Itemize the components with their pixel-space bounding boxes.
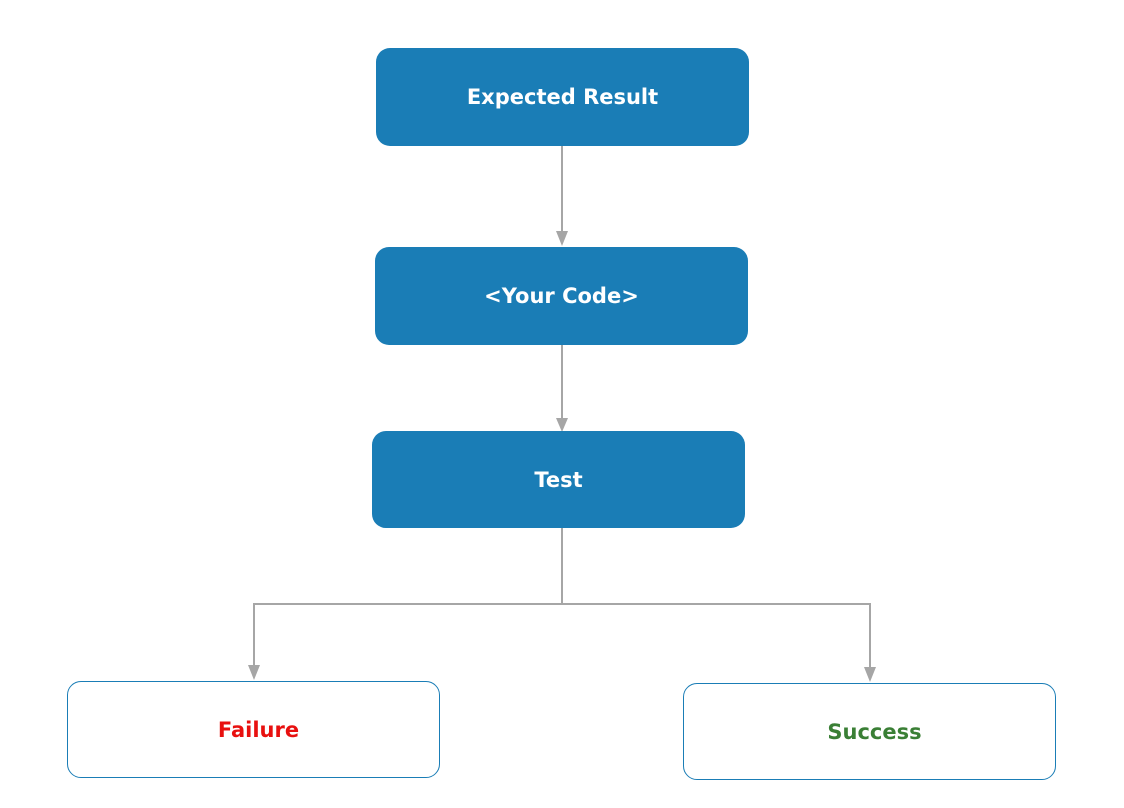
test-label: Test (534, 467, 583, 492)
connector-to-failure (253, 603, 562, 666)
expected-result-box: Expected Result (376, 48, 749, 146)
connector-to-success (562, 603, 871, 668)
arrowhead-to-success (864, 667, 876, 682)
expected-result-label: Expected Result (466, 85, 659, 109)
success-label: Success (827, 719, 922, 744)
test-box: Test (372, 431, 745, 528)
your-code-box: <Your Code> (375, 247, 748, 345)
your-code-label: <Your Code> (484, 284, 639, 308)
success-box: Success (683, 683, 1056, 780)
arrowhead-to-failure (248, 665, 260, 680)
arrowhead-to-test (556, 418, 568, 432)
failure-box: Failure (67, 681, 440, 778)
arrowhead-to-code (556, 231, 568, 246)
failure-label: Failure (217, 717, 300, 742)
